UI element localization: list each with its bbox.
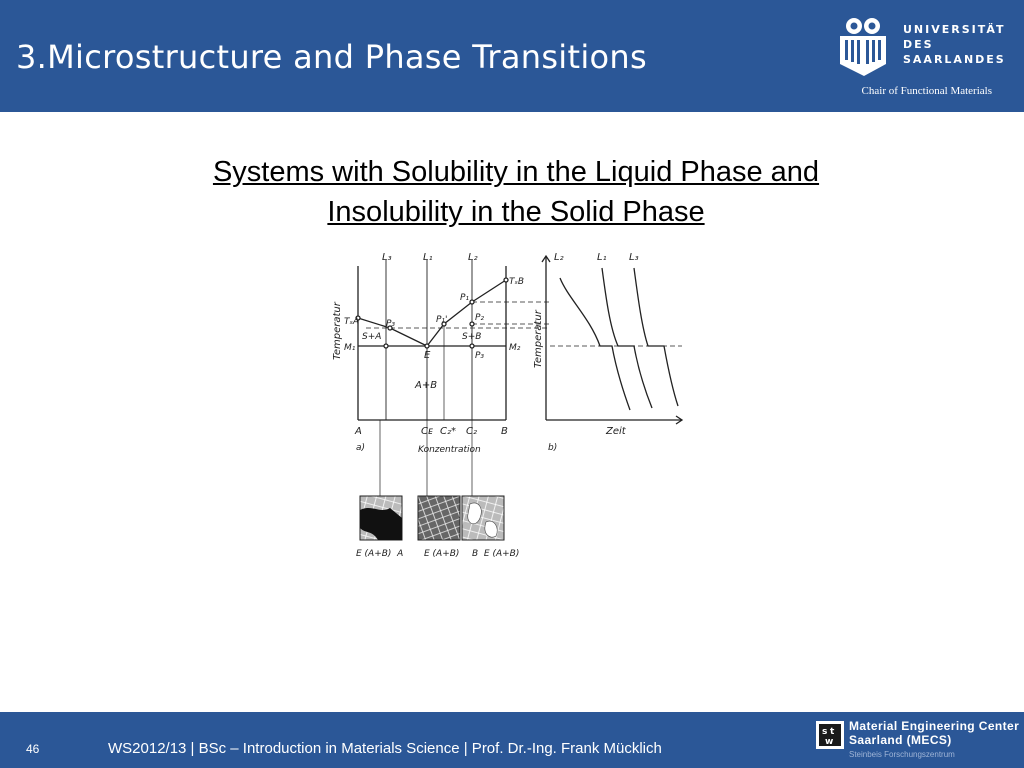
diagram-b xyxy=(541,254,684,425)
tick-c2: C₂ xyxy=(466,426,477,437)
label-b-l1: L₁ xyxy=(597,252,607,263)
panel-label-a: a) xyxy=(356,443,365,453)
micrograph-left-label: E (A+B) A xyxy=(356,549,403,559)
micrograph-left-dark-phase xyxy=(360,508,402,540)
mecs-name: Material Engineering Center Saarland (ME… xyxy=(849,719,1019,747)
slide-title: 3.Microstructure and Phase Transitions xyxy=(16,38,647,76)
panel-label-b: b) xyxy=(548,443,557,453)
label-b-l3: L₃ xyxy=(629,252,639,263)
label-p1: P₁ xyxy=(460,293,469,303)
section-heading-line: Systems with Solubility in the Liquid Ph… xyxy=(212,156,820,188)
label-l2: L₂ xyxy=(468,252,478,263)
label-tsb: TₛB xyxy=(509,277,524,287)
page-number: 46 xyxy=(26,742,40,756)
axis-label-zeit: Zeit xyxy=(605,426,627,437)
university-logo-icon xyxy=(834,14,896,78)
micrograph-right-light-phase xyxy=(484,520,498,538)
label-p1-prime: P₁' xyxy=(436,315,448,325)
tick-a: A xyxy=(354,426,362,437)
micrograph-middle-label: E (A+B) xyxy=(424,549,459,559)
mecs-subtitle: Steinbeis Forschungszentrum xyxy=(849,750,955,759)
university-name-line: SAARLANDES xyxy=(903,53,1006,66)
diagram-a xyxy=(355,260,550,496)
mecs-name-line: Saarland (MECS) xyxy=(849,733,952,747)
axis-label-temperatur-a: Temperatur xyxy=(332,301,343,360)
footer-bar xyxy=(0,712,1024,768)
label-p3-left: P₃ xyxy=(386,319,395,329)
micrograph-right-label: B E (A+B) xyxy=(472,549,519,559)
label-l1: L₁ xyxy=(423,252,433,263)
axis-label-konzentration: Konzentration xyxy=(418,445,481,455)
tick-c2-star: C₂* xyxy=(440,426,456,437)
mecs-logo-icon: s t w xyxy=(816,721,844,749)
label-b-l2: L₂ xyxy=(554,252,564,263)
university-name: UNIVERSITÄT DES SAARLANDES xyxy=(903,22,1006,67)
mecs-name-line: Material Engineering Center xyxy=(849,719,1020,733)
tick-b: B xyxy=(501,426,508,437)
axis-label-temperatur-b: Temperatur xyxy=(533,309,544,368)
region-s-plus-a: S+A xyxy=(362,332,381,342)
label-m2: M₂ xyxy=(509,343,521,353)
region-a-plus-b: A+B xyxy=(414,380,437,391)
label-p2: P₂ xyxy=(475,313,484,323)
university-name-line: DES xyxy=(903,38,934,51)
footer-text: WS2012/13 | BSc – Introduction in Materi… xyxy=(108,740,662,757)
svg-text:t: t xyxy=(830,727,835,737)
label-p3-right: P₃ xyxy=(475,351,484,361)
university-name-line: UNIVERSITÄT xyxy=(903,23,1006,36)
region-s-plus-b: S+B xyxy=(462,332,481,342)
phase-diagram-figure: L₃ L₁ L₂ TₛA TₛB M₁ M₂ P₁ P₁' P₂ P₃ P₃ E… xyxy=(332,252,684,559)
svg-text:w: w xyxy=(825,737,833,747)
chair-name: Chair of Functional Materials xyxy=(861,85,992,97)
label-l3: L₃ xyxy=(382,252,392,263)
micrograph-middle xyxy=(417,495,461,541)
micrograph-right-light-phase xyxy=(467,502,482,525)
svg-text:s: s xyxy=(822,727,827,737)
label-tsa: TₛA xyxy=(344,317,359,327)
micrographs xyxy=(359,495,505,541)
label-eutectic-point: E xyxy=(424,350,431,361)
section-heading: Systems with Solubility in the Liquid Ph… xyxy=(130,152,902,232)
section-heading-line: Insolubility in the Solid Phase xyxy=(327,196,705,228)
label-m1: M₁ xyxy=(344,343,356,353)
tick-ce: Cᴇ xyxy=(421,426,433,437)
